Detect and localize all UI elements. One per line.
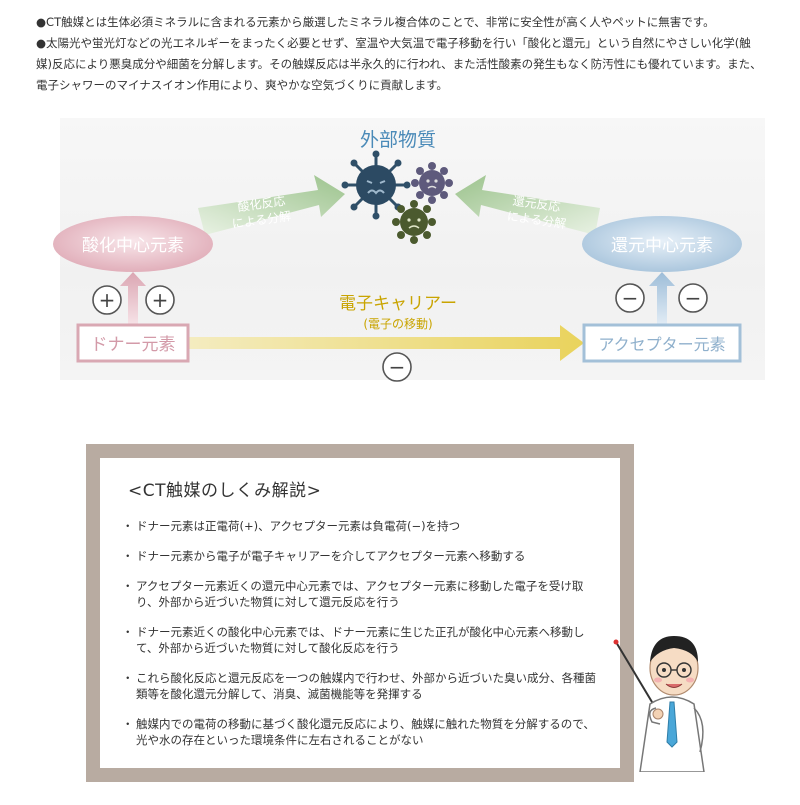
- electron-carrier-sublabel: (電子の移動): [363, 317, 432, 331]
- list-item: ドナー元素から電子が電子キャリアーを介してアクセプター元素へ移動する: [122, 548, 604, 564]
- oxidation-center-label: 酸化中心元素: [82, 236, 184, 256]
- explanation-title: <CT触媒のしくみ解説>: [128, 481, 322, 501]
- reduction-arrow: 還元反応 による分解: [455, 175, 600, 235]
- plus-icon-1: +: [92, 285, 122, 315]
- virus-icon-small-green: [392, 200, 436, 244]
- acceptor-label: アクセプター元素: [598, 335, 725, 354]
- svg-text:−: −: [685, 286, 702, 310]
- list-item: これら酸化反応と還元反応を一つの触媒内で行わせ、外部から近づいた臭い成分、各種菌…: [122, 670, 604, 702]
- donor-label: ドナー元素: [91, 335, 176, 355]
- acceptor-up-arrow: [649, 272, 675, 326]
- virus-icon-large: [341, 150, 411, 220]
- reduction-center-label: 還元中心元素: [611, 236, 713, 256]
- minus-icon-carrier: −: [382, 352, 412, 382]
- foreign-substance-title: 外部物質: [360, 129, 436, 151]
- reduction-arrow-label-1: 還元反応: [512, 194, 561, 215]
- svg-text:−: −: [622, 286, 639, 310]
- list-item: 触媒内での電荷の移動に基づく酸化還元反応により、触媒に触れた物質を分解するので、…: [122, 716, 604, 748]
- oxidation-arrow: 酸化反応 による分解: [198, 175, 345, 235]
- minus-icon-2: −: [678, 283, 708, 313]
- svg-text:+: +: [152, 288, 169, 312]
- intro-text: ●CT触媒とは生体必須ミネラルに含まれる元素から厳選したミネラル複合体のことで、…: [36, 12, 766, 96]
- donor-box: ドナー元素: [76, 323, 190, 363]
- svg-text:+: +: [99, 288, 116, 312]
- list-item: ドナー元素は正電荷(+)、アクセプター元素は負電荷(−)を持つ: [122, 518, 604, 534]
- virus-icon-small-purple: [411, 162, 453, 204]
- explanation-list: ドナー元素は正電荷(+)、アクセプター元素は負電荷(−)を持つ ドナー元素から電…: [122, 518, 604, 762]
- list-item: ドナー元素近くの酸化中心元素では、ドナー元素に生じた正孔が酸化中心元素へ移動して…: [122, 624, 604, 656]
- minus-icon-1: −: [615, 283, 645, 313]
- oxidation-center-node: 酸化中心元素: [53, 216, 213, 272]
- plus-icon-2: +: [145, 285, 175, 315]
- reduction-center-node: 還元中心元素: [582, 216, 742, 272]
- oxidation-arrow-label-1: 酸化反応: [237, 193, 287, 215]
- acceptor-box: アクセプター元素: [582, 323, 742, 363]
- intro-line-1: ●CT触媒とは生体必須ミネラルに含まれる元素から厳選したミネラル複合体のことで、…: [36, 15, 715, 29]
- electron-carrier-arrow: [188, 325, 584, 361]
- intro-line-2: ●太陽光や蛍光灯などの光エネルギーをまったく必要とせず、室温や大気温で電子移動を…: [36, 36, 762, 92]
- explanation-box: <CT触媒のしくみ解説> ドナー元素は正電荷(+)、アクセプター元素は負電荷(−…: [86, 444, 634, 782]
- svg-text:−: −: [389, 355, 406, 379]
- doctor-with-pointer-icon: [613, 636, 705, 772]
- list-item: アクセプター元素近くの還元中心元素では、アクセプター元素に移動した電子を受け取り…: [122, 578, 604, 610]
- electron-carrier-label: 電子キャリアー: [339, 294, 457, 314]
- ct-catalyst-diagram: 外部物質: [53, 129, 742, 382]
- donor-up-arrow: [120, 272, 146, 326]
